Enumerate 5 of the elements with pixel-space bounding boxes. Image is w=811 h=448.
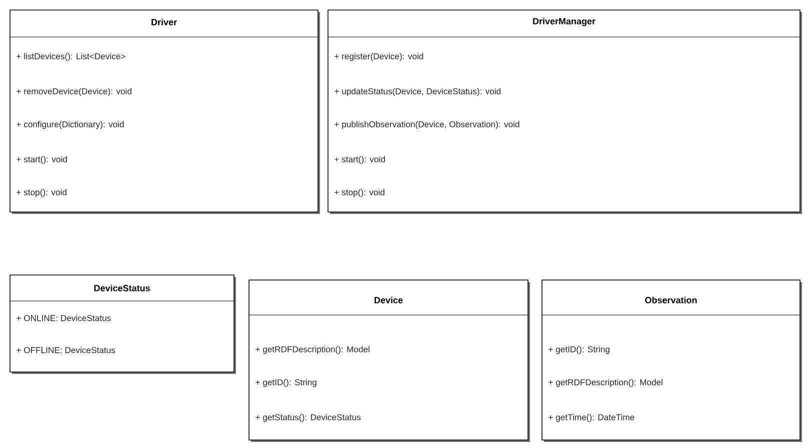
class-box: Device + getRDFDescription(): Model + getID(): String + getStatus(): DeviceStatus: [248, 280, 530, 442]
class-box: DriverManager + register(Device): void + updateStatus(Device, DeviceStatus): void + publishObservation(Device, Observation): void + start(): void + stop(): void: [328, 10, 802, 214]
class-box: Driver + listDevices(): List<Device> + removeDevice(Device): void + configure(Dictionary): void + start(): void + stop(): void: [10, 10, 320, 214]
class-box: DeviceStatus + ONLINE: DeviceStatus + OFFLINE: DeviceStatus: [10, 274, 236, 374]
class-box: Observation + getID(): String + getRDFDescription(): Model + getTime(): DateTime: [542, 280, 802, 442]
